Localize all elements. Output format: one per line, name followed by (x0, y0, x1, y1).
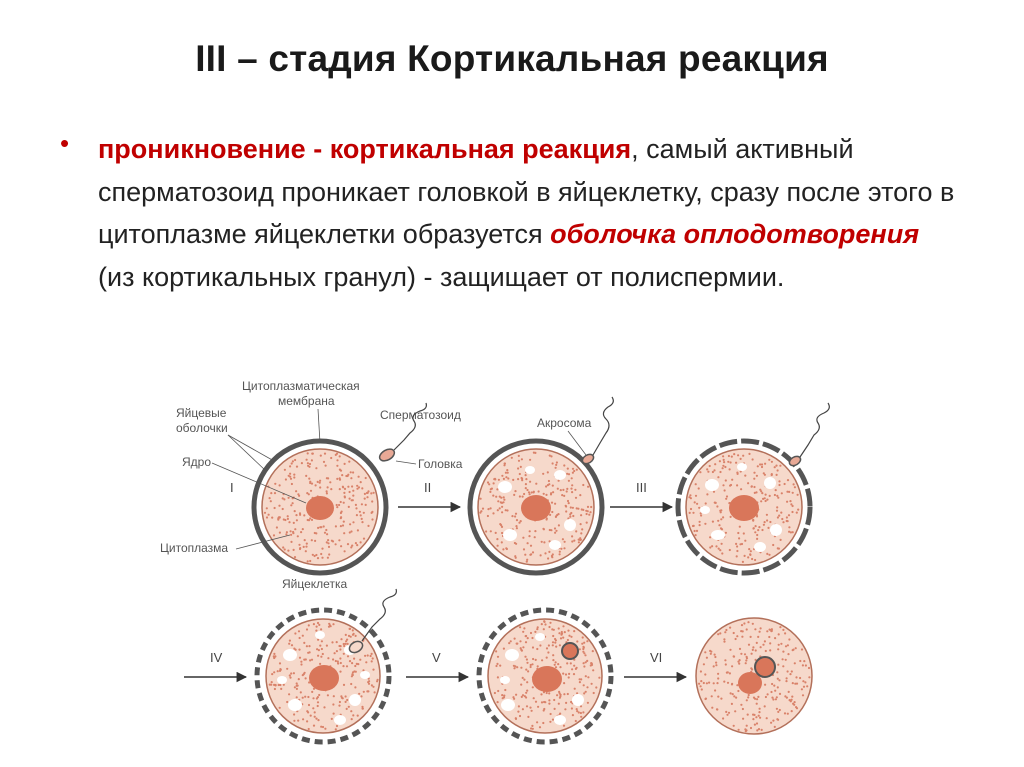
nucleus (729, 495, 759, 521)
cell-stage-4 (257, 589, 396, 742)
stage-label-3: III (636, 480, 647, 495)
bullet-text-part2: (из кортикальных гранул) - защищает от п… (98, 262, 784, 292)
nucleus (306, 496, 334, 520)
highlight-term-2: оболочка оплодотворения (550, 219, 919, 249)
label-cytoplasmic-membrane-2: мембрана (278, 394, 335, 408)
stage-label-5: V (432, 650, 441, 665)
sperm-nucleus (755, 657, 775, 677)
slide-title: III – стадия Кортикальная реакция (0, 38, 1024, 80)
label-egg-envelopes-2: оболочки (176, 421, 228, 435)
sperm-nucleus (562, 643, 578, 659)
stage-label-1: I (230, 480, 234, 495)
nucleus (532, 666, 562, 692)
sperm-tail (593, 397, 613, 455)
label-cytoplasm: Цитоплазма (160, 541, 228, 555)
label-head: Головка (418, 457, 463, 471)
label-egg-envelopes-1: Яйцевые (176, 406, 227, 420)
label-acrosome: Акросома (537, 416, 592, 430)
fertilization-diagram: I II III IV V VI Цитоплазматическая мемб… (0, 375, 1024, 767)
label-egg-cell: Яйцеклетка (282, 577, 347, 591)
highlight-term: проникновение - кортикальная реакция (98, 134, 631, 164)
leader-line (318, 409, 320, 443)
cell-stage-6 (696, 618, 812, 734)
stage-label-2: II (424, 480, 431, 495)
stage-label-6: VI (650, 650, 662, 665)
label-cytoplasmic-membrane-1: Цитоплазматическая (242, 379, 360, 393)
cell-stage-3 (678, 403, 829, 573)
nucleus (309, 665, 339, 691)
sperm-head (378, 447, 397, 464)
bullet-marker: • (60, 128, 69, 159)
label-nucleus: Ядро (182, 455, 211, 469)
nucleus (521, 495, 551, 521)
label-sperm: Сперматозоид (380, 408, 461, 422)
sperm-tail (800, 403, 829, 457)
leader-line (396, 461, 416, 464)
bullet-text: проникновение - кортикальная реакция, са… (98, 128, 958, 298)
sperm-tail (362, 589, 396, 641)
cell-stage-5 (479, 610, 611, 742)
stage-label-4: IV (210, 650, 223, 665)
